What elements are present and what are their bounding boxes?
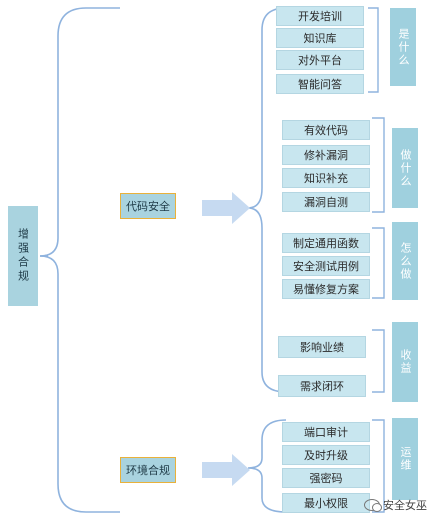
item-label: 知识补充 — [304, 172, 348, 185]
item-fix-plan: 易懂修复方案 — [282, 279, 370, 299]
item-label: 对外平台 — [298, 54, 342, 67]
item-label: 最小权限 — [304, 497, 348, 510]
item-port-audit: 端口审计 — [282, 422, 370, 442]
group-heading-label: 怎么做 — [399, 241, 412, 281]
item-label: 智能问答 — [298, 78, 342, 91]
root-node: 增强合规 — [8, 206, 38, 306]
group-heading-label: 做什么 — [399, 148, 412, 188]
item-label: 修补漏洞 — [304, 149, 348, 162]
group-heading-how: 怎么做 — [392, 222, 418, 300]
item-label: 影响业绩 — [300, 341, 344, 354]
item-timely-upgrade: 及时升级 — [282, 445, 370, 465]
item-smart-qa: 智能问答 — [276, 74, 364, 94]
group-heading-benefit: 收益 — [392, 322, 418, 402]
group-heading-label: 收益 — [399, 349, 412, 375]
group-bracket-1 — [368, 7, 379, 93]
item-label: 漏洞自测 — [304, 196, 348, 209]
item-effective-code: 有效代码 — [282, 120, 370, 140]
item-strong-password: 强密码 — [282, 468, 370, 488]
item-knowledge-base: 知识库 — [276, 28, 364, 48]
item-requirement-loop: 需求闭环 — [278, 375, 366, 397]
item-label: 强密码 — [309, 472, 343, 485]
env-compliance-brace — [247, 419, 287, 513]
item-external-platform: 对外平台 — [276, 50, 364, 70]
root-label: 增强合规 — [16, 228, 30, 284]
group-bracket-2 — [372, 117, 385, 213]
item-dev-training: 开发培训 — [276, 6, 364, 26]
root-brace — [39, 7, 87, 513]
group-heading-label: 是什么 — [397, 27, 410, 67]
item-label: 安全测试用例 — [293, 260, 359, 273]
item-label: 有效代码 — [304, 124, 348, 137]
arrow-env-compliance — [202, 454, 250, 486]
wechat-icon — [364, 499, 382, 512]
item-least-privilege: 最小权限 — [282, 493, 370, 513]
item-knowledge-supplement: 知识补充 — [282, 168, 370, 188]
item-label: 及时升级 — [304, 449, 348, 462]
arrow-code-security — [202, 192, 250, 224]
item-label: 易懂修复方案 — [293, 283, 359, 296]
category-code-security: 代码安全 — [120, 193, 176, 219]
group-heading-what: 是什么 — [390, 8, 416, 86]
item-label: 需求闭环 — [300, 380, 344, 393]
group-heading-ops: 运维 — [392, 418, 418, 500]
group-bracket-4 — [372, 329, 385, 393]
item-general-functions: 制定通用函数 — [282, 233, 370, 253]
item-label: 知识库 — [303, 32, 337, 45]
category-env-compliance: 环境合规 — [120, 457, 176, 483]
item-label: 制定通用函数 — [293, 237, 359, 250]
item-performance-impact: 影响业绩 — [278, 336, 366, 358]
item-patch-vuln: 修补漏洞 — [282, 145, 370, 165]
item-label: 开发培训 — [298, 10, 342, 23]
group-heading-label: 运维 — [399, 446, 412, 472]
group-heading-do: 做什么 — [392, 128, 418, 208]
group-bracket-3 — [372, 227, 385, 299]
category-code-security-label: 代码安全 — [126, 200, 170, 213]
item-label: 端口审计 — [304, 426, 348, 439]
category-env-compliance-label: 环境合规 — [126, 464, 170, 477]
watermark-text: 安全女巫 — [383, 499, 427, 512]
item-vuln-selftest: 漏洞自测 — [282, 192, 370, 212]
item-security-test-cases: 安全测试用例 — [282, 256, 370, 276]
watermark: 安全女巫 — [364, 497, 427, 513]
group-bracket-5 — [372, 419, 385, 513]
